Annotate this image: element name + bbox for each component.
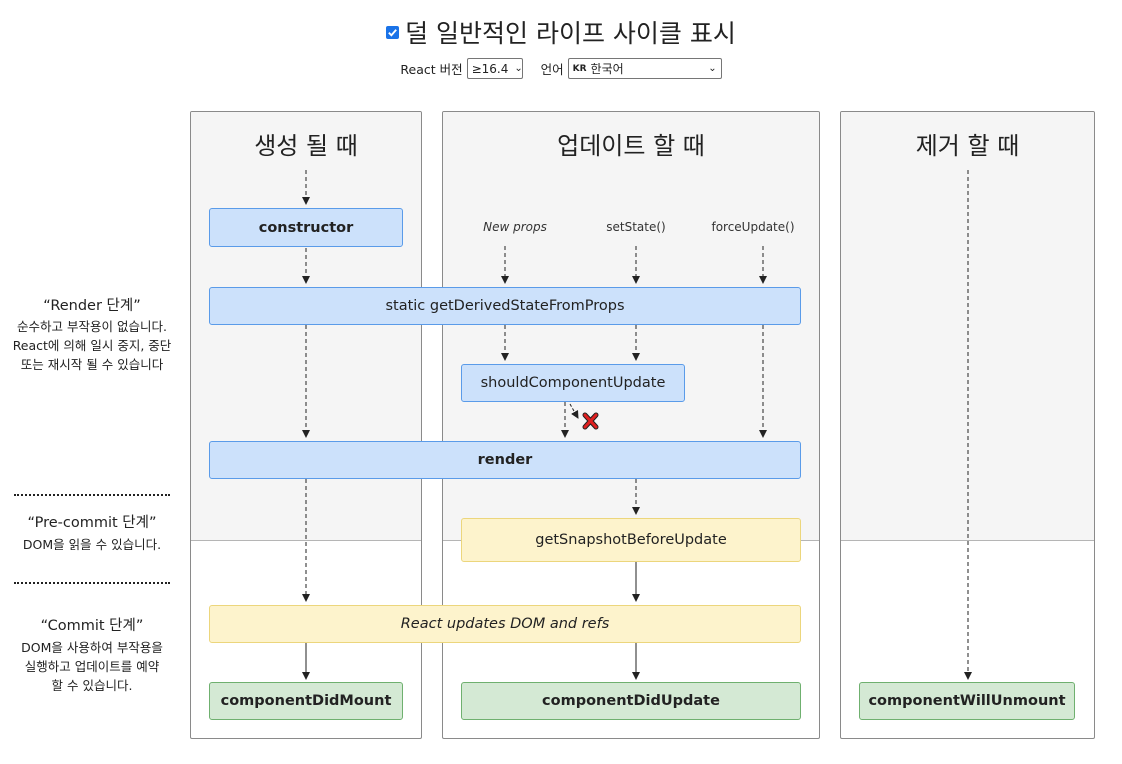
phase-separator (14, 582, 170, 584)
render-box: render (209, 441, 801, 479)
component-did-update-box: componentDidUpdate (461, 682, 801, 720)
controls-bar: React 버전 ≥16.4 ⌄ 언어 KR 한국어 ⌄ (0, 58, 1122, 79)
precommit-phase-description: DOM을 읽을 수 있습니다. (22, 537, 162, 552)
language-label: 언어 (540, 62, 564, 77)
get-derived-state-from-props-box: static getDerivedStateFromProps (209, 287, 801, 325)
phase-separator (14, 494, 170, 496)
component-will-unmount-box: componentWillUnmount (859, 682, 1075, 720)
trigger-set-state: setState() (606, 220, 666, 234)
chevron-down-icon: ⌄ (514, 63, 523, 74)
react-version-value: ≥16.4 (471, 61, 509, 76)
updating-title: 업데이트 할 때 (557, 132, 705, 160)
kr-flag-icon: KR (572, 63, 587, 74)
checkmark-icon (388, 28, 397, 37)
mounting-title: 생성 될 때 (254, 132, 358, 160)
show-less-common-lifecycles-checkbox[interactable] (386, 25, 400, 39)
render-phase-description: 순수하고 부작용이 없습니다. React에 의해 일시 중지, 중단 또는 재… (12, 319, 172, 372)
render-phase-title: “Render 단계” (43, 298, 141, 314)
language-select[interactable]: KR 한국어 ⌄ (567, 58, 722, 79)
constructor-box: constructor (209, 208, 403, 247)
commit-phase-description: DOM을 사용하여 부작용을 실행하고 업데이트를 예약 할 수 있습니다. (21, 640, 163, 693)
cancel-x-icon (582, 412, 599, 430)
chevron-down-icon: ⌄ (708, 63, 717, 74)
component-did-mount-box: componentDidMount (209, 682, 403, 720)
page-title: 덜 일반적인 라이프 사이클 표시 (405, 19, 736, 48)
precommit-phase-title: “Pre-commit 단계” (27, 515, 157, 531)
should-component-update-box: shouldComponentUpdate (461, 364, 685, 402)
language-value: 한국어 (590, 62, 624, 76)
trigger-new-props: New props (483, 220, 547, 234)
react-version-label: React 버전 (400, 62, 463, 77)
trigger-force-update: forceUpdate() (711, 220, 795, 234)
unmounting-title: 제거 할 때 (915, 132, 1020, 160)
get-snapshot-before-update-box: getSnapshotBeforeUpdate (461, 518, 801, 562)
react-updates-dom-box: React updates DOM and refs (209, 605, 801, 643)
header: 덜 일반적인 라이프 사이클 표시 (0, 12, 1122, 52)
commit-phase-title: “Commit 단계” (40, 618, 144, 634)
react-version-select[interactable]: ≥16.4 ⌄ (466, 58, 523, 79)
